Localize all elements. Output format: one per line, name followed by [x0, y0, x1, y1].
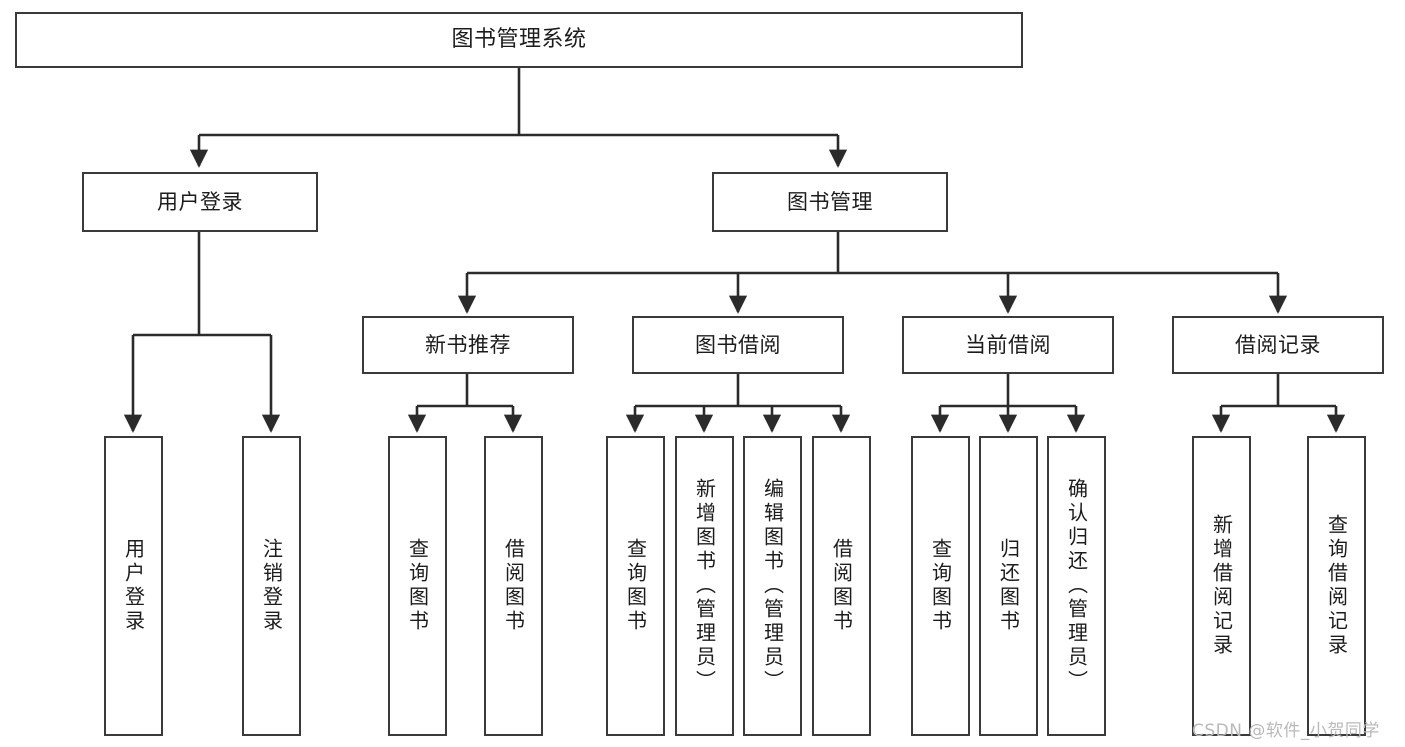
node-borrow-record-label: 借阅记录 — [1235, 332, 1321, 357]
node-leaf-query-book-2[interactable]: 查询图书 — [606, 436, 665, 736]
node-root-label: 图书管理系统 — [451, 27, 587, 53]
node-leaf-borrow-book-1[interactable]: 借阅图书 — [484, 436, 543, 736]
node-user-login-label: 用户登录 — [157, 189, 243, 214]
node-leaf-query-borrow-record-label: 查询借阅记录 — [1324, 514, 1349, 658]
node-book-management[interactable]: 图书管理 — [712, 172, 948, 232]
node-leaf-confirm-return-admin-label: 确认归还（管理员） — [1064, 478, 1089, 694]
node-leaf-edit-book-admin-label: 编辑图书（管理员） — [760, 478, 785, 694]
node-leaf-query-book-3-label: 查询图书 — [928, 538, 953, 634]
node-leaf-edit-book-admin[interactable]: 编辑图书（管理员） — [743, 436, 802, 736]
node-book-borrow[interactable]: 图书借阅 — [632, 316, 844, 374]
node-book-management-label: 图书管理 — [787, 189, 873, 214]
node-leaf-confirm-return-admin[interactable]: 确认归还（管理员） — [1047, 436, 1106, 736]
node-leaf-add-book-admin-label: 新增图书（管理员） — [692, 478, 717, 694]
node-user-login[interactable]: 用户登录 — [82, 172, 318, 232]
node-current-borrow-label: 当前借阅 — [965, 332, 1051, 357]
node-leaf-add-borrow-record-label: 新增借阅记录 — [1209, 514, 1234, 658]
node-leaf-return-book-label: 归还图书 — [996, 538, 1021, 634]
node-leaf-query-book-2-label: 查询图书 — [623, 538, 648, 634]
node-leaf-borrow-book-1-label: 借阅图书 — [501, 538, 526, 634]
node-leaf-logout-login-label: 注销登录 — [259, 538, 284, 634]
node-leaf-user-login-label: 用户登录 — [121, 538, 146, 634]
node-new-book-recommend[interactable]: 新书推荐 — [362, 316, 574, 374]
node-current-borrow[interactable]: 当前借阅 — [902, 316, 1114, 374]
node-new-book-recommend-label: 新书推荐 — [425, 332, 511, 357]
node-leaf-borrow-book-2[interactable]: 借阅图书 — [812, 436, 871, 736]
node-book-borrow-label: 图书借阅 — [695, 332, 781, 357]
node-leaf-borrow-book-2-label: 借阅图书 — [829, 538, 854, 634]
node-leaf-query-book-1[interactable]: 查询图书 — [388, 436, 447, 736]
node-borrow-record[interactable]: 借阅记录 — [1172, 316, 1384, 374]
node-leaf-return-book[interactable]: 归还图书 — [979, 436, 1038, 736]
node-leaf-logout-login[interactable]: 注销登录 — [242, 436, 301, 736]
node-leaf-query-book-3[interactable]: 查询图书 — [911, 436, 970, 736]
node-leaf-add-borrow-record[interactable]: 新增借阅记录 — [1192, 436, 1251, 736]
node-leaf-user-login[interactable]: 用户登录 — [104, 436, 163, 736]
node-leaf-query-borrow-record[interactable]: 查询借阅记录 — [1307, 436, 1366, 736]
node-leaf-add-book-admin[interactable]: 新增图书（管理员） — [675, 436, 734, 736]
node-leaf-query-book-1-label: 查询图书 — [405, 538, 430, 634]
node-root[interactable]: 图书管理系统 — [15, 12, 1023, 68]
